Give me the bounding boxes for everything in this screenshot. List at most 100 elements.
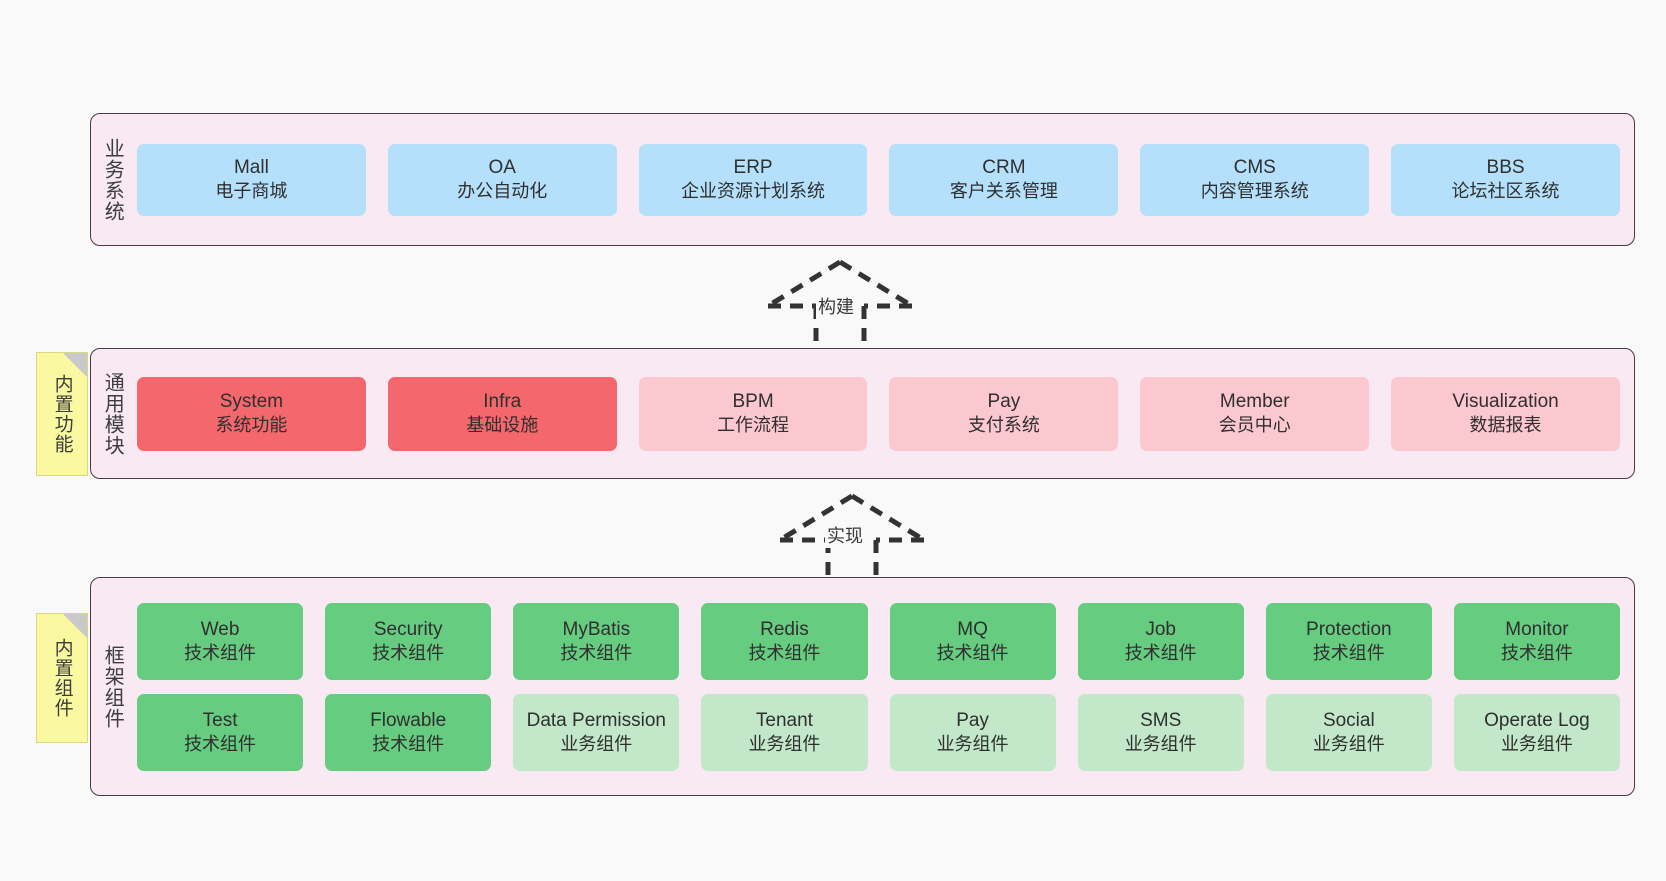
component-name: MyBatis	[562, 618, 631, 640]
component-name: Security	[373, 618, 443, 640]
component-subtitle: 业务组件	[560, 733, 633, 754]
module-name: CRM	[982, 157, 1026, 179]
component-name: Job	[1145, 618, 1176, 640]
layer-title-framework: 框架组件	[101, 644, 124, 729]
component-name: Protection	[1306, 618, 1392, 640]
component-card-protection[interactable]: Protection 技术组件	[1265, 602, 1432, 680]
module-subtitle: 企业资源计划系统	[681, 181, 826, 202]
module-name: Visualization	[1452, 391, 1559, 413]
module-subtitle: 客户关系管理	[949, 181, 1058, 202]
component-name: Web	[200, 618, 240, 640]
sticky-note-label: 内置功能	[51, 374, 73, 454]
connector-label-build: 构建	[816, 293, 856, 319]
dashed-arrow-up-icon	[766, 259, 914, 350]
module-card-member[interactable]: Member 会员中心	[1140, 376, 1370, 451]
component-name: Data Permission	[526, 709, 666, 731]
module-card-infra[interactable]: Infra 基础设施	[387, 376, 617, 451]
sticky-note-builtin-features[interactable]: 内置功能	[36, 352, 88, 476]
component-name: MQ	[957, 618, 988, 640]
component-subtitle: 技术组件	[372, 642, 445, 663]
module-subtitle: 系统功能	[215, 415, 288, 436]
module-subtitle: 论坛社区系统	[1451, 181, 1560, 202]
card-row: Test 技术组件 Flowable 技术组件 Data Permission …	[137, 693, 1620, 771]
module-subtitle: 工作流程	[717, 415, 790, 436]
layer-title-common: 通用模块	[101, 371, 124, 456]
component-subtitle: 技术组件	[748, 642, 821, 663]
component-card-job[interactable]: Job 技术组件	[1077, 602, 1244, 680]
component-subtitle: 技术组件	[1500, 642, 1573, 663]
component-subtitle: 技术组件	[184, 642, 257, 663]
component-name: Operate Log	[1484, 709, 1590, 731]
module-name: BBS	[1486, 157, 1525, 179]
component-card-sms[interactable]: SMS 业务组件	[1077, 693, 1244, 771]
component-card-social[interactable]: Social 业务组件	[1265, 693, 1432, 771]
module-name: CMS	[1233, 157, 1276, 179]
component-subtitle: 技术组件	[372, 733, 445, 754]
folded-corner-icon	[63, 614, 87, 638]
component-card-operate-log[interactable]: Operate Log 业务组件	[1453, 693, 1620, 771]
component-name: Pay	[956, 709, 989, 731]
layer-framework-components[interactable]: 框架组件 Web 技术组件 Security 技术组件 MyBatis 技术组件…	[90, 577, 1635, 796]
module-name: ERP	[733, 157, 773, 179]
component-name: Redis	[760, 618, 809, 640]
component-subtitle: 技术组件	[1312, 642, 1385, 663]
module-name: Mall	[233, 157, 269, 179]
sticky-note-builtin-components[interactable]: 内置组件	[36, 613, 88, 743]
component-card-flowable[interactable]: Flowable 技术组件	[325, 693, 492, 771]
module-name: Pay	[987, 391, 1021, 413]
component-subtitle: 业务组件	[1124, 733, 1197, 754]
connector-implement-arrow	[772, 492, 932, 584]
component-subtitle: 技术组件	[1124, 642, 1197, 663]
card-row: Web 技术组件 Security 技术组件 MyBatis 技术组件 Redi…	[137, 602, 1620, 680]
module-name: Infra	[483, 391, 522, 413]
component-name: Monitor	[1505, 618, 1569, 640]
module-card-crm[interactable]: CRM 客户关系管理	[889, 143, 1119, 216]
module-subtitle: 会员中心	[1218, 415, 1291, 436]
component-card-security[interactable]: Security 技术组件	[325, 602, 492, 680]
card-row: Mall 电子商城 OA 办公自动化 ERP 企业资源计划系统 CRM 客户关系…	[137, 143, 1620, 216]
module-name: Member	[1219, 391, 1290, 413]
component-subtitle: 技术组件	[184, 733, 257, 754]
module-subtitle: 数据报表	[1469, 415, 1542, 436]
module-name: OA	[488, 157, 516, 179]
module-card-cms[interactable]: CMS 内容管理系统	[1140, 143, 1370, 216]
module-subtitle: 内容管理系统	[1200, 181, 1309, 202]
module-card-pay[interactable]: Pay 支付系统	[889, 376, 1119, 451]
module-subtitle: 支付系统	[967, 415, 1040, 436]
module-card-erp[interactable]: ERP 企业资源计划系统	[638, 143, 868, 216]
layer-business-systems[interactable]: 业务系统 Mall 电子商城 OA 办公自动化 ERP 企业资源计划系统 CRM…	[90, 113, 1635, 246]
layer-common-modules[interactable]: 通用模块 System 系统功能 Infra 基础设施 BPM 工作流程 Pay…	[90, 348, 1635, 479]
module-card-visualization[interactable]: Visualization 数据报表	[1391, 376, 1620, 451]
layer-body-business: Mall 电子商城 OA 办公自动化 ERP 企业资源计划系统 CRM 客户关系…	[133, 114, 1634, 245]
component-card-pay[interactable]: Pay 业务组件	[889, 693, 1056, 771]
component-subtitle: 业务组件	[1312, 733, 1385, 754]
module-subtitle: 电子商城	[215, 181, 288, 202]
component-name: SMS	[1140, 709, 1182, 731]
component-subtitle: 业务组件	[936, 733, 1009, 754]
component-card-test[interactable]: Test 技术组件	[137, 693, 304, 771]
component-card-web[interactable]: Web 技术组件	[137, 602, 304, 680]
component-card-tenant[interactable]: Tenant 业务组件	[701, 693, 868, 771]
connector-label-implement: 实现	[825, 522, 865, 548]
component-name: Test	[202, 709, 238, 731]
component-subtitle: 业务组件	[1500, 733, 1573, 754]
component-name: Social	[1322, 709, 1375, 731]
layer-body-framework: Web 技术组件 Security 技术组件 MyBatis 技术组件 Redi…	[133, 578, 1634, 795]
component-card-monitor[interactable]: Monitor 技术组件	[1453, 602, 1620, 680]
component-card-mq[interactable]: MQ 技术组件	[889, 602, 1056, 680]
component-subtitle: 业务组件	[748, 733, 821, 754]
component-subtitle: 技术组件	[936, 642, 1009, 663]
component-subtitle: 技术组件	[560, 642, 633, 663]
folded-corner-icon	[63, 353, 87, 377]
component-card-mybatis[interactable]: MyBatis 技术组件	[513, 602, 680, 680]
module-card-bpm[interactable]: BPM 工作流程	[638, 376, 868, 451]
module-card-oa[interactable]: OA 办公自动化	[387, 143, 617, 216]
module-card-mall[interactable]: Mall 电子商城	[137, 143, 366, 216]
module-card-system[interactable]: System 系统功能	[137, 376, 366, 451]
layer-title-business: 业务系统	[101, 137, 124, 222]
dashed-arrow-up-icon	[778, 493, 926, 584]
component-card-data-permission[interactable]: Data Permission 业务组件	[513, 693, 680, 771]
component-card-redis[interactable]: Redis 技术组件	[701, 602, 868, 680]
module-card-bbs[interactable]: BBS 论坛社区系统	[1391, 143, 1620, 216]
